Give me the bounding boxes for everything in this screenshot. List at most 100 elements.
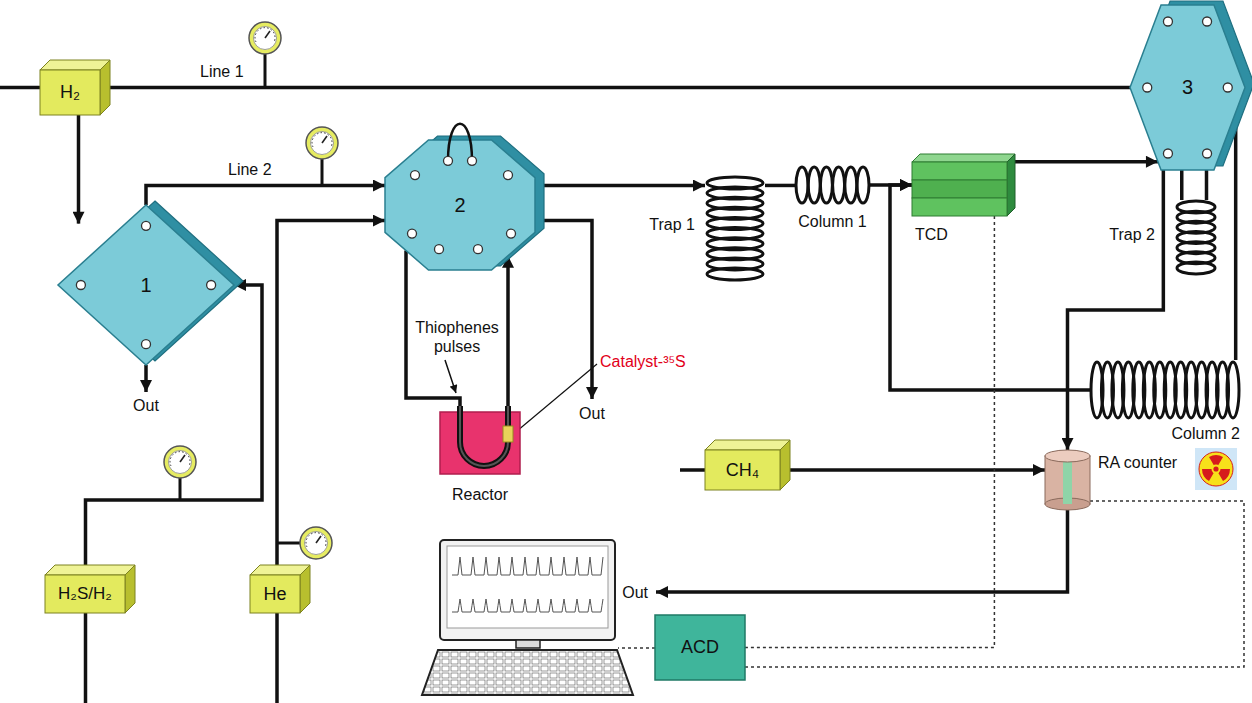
chromatogram-traces [452, 557, 603, 612]
valve-port [408, 229, 417, 238]
component-label: Trap 1 [649, 216, 695, 234]
detector-box: TCD [912, 154, 1015, 216]
signal-cable [745, 501, 1244, 667]
box-label: H₂S/H₂ [58, 584, 112, 604]
gauge-stem [321, 159, 324, 186]
valve-port [142, 221, 151, 230]
gas-line [77, 115, 81, 224]
box-label: He [263, 584, 286, 605]
valve-port [1223, 83, 1232, 92]
valve-port [1203, 17, 1212, 26]
valve-face [58, 205, 234, 365]
pointer-arrow [445, 360, 456, 393]
component-label: Column 2 [1172, 425, 1240, 443]
gas-line [275, 613, 279, 703]
gas-supply-box: H₂S/H₂ [45, 565, 135, 613]
coil-winding [857, 167, 869, 203]
converter-box: ACD [655, 615, 745, 680]
valve-port [76, 281, 85, 290]
trap-coil-outline [705, 176, 765, 281]
detector-layer [912, 198, 1007, 216]
valve-port [1163, 17, 1172, 26]
valve-port [507, 229, 516, 238]
gas-line [84, 613, 88, 703]
gas-supply-box: H₂ [40, 60, 110, 115]
trap-coil: Trap 2 [1175, 200, 1217, 275]
counter-body [1045, 456, 1090, 504]
reactor-furnace: Reactor [440, 412, 520, 474]
six-port-valve: 3 [1130, 5, 1245, 170]
signal-trace [452, 557, 603, 575]
column-coil-outline [1090, 360, 1240, 420]
column-coil: Column 2 [1090, 360, 1240, 420]
keyboard [422, 650, 633, 695]
sample-loop [448, 124, 472, 161]
trap-coil-outline [1175, 200, 1217, 275]
u-tube-bore [460, 406, 508, 466]
signal-trace [452, 599, 603, 612]
coil-winding [845, 167, 857, 203]
coil-winding [820, 167, 832, 203]
annotation-label: Out [572, 404, 612, 423]
gas-line [277, 221, 385, 565]
gas-line [535, 184, 705, 188]
valve-port [207, 281, 216, 290]
radioactivity-counter-outline [1045, 450, 1090, 510]
detector-side [1007, 154, 1015, 216]
component-label: Trap 2 [1109, 226, 1155, 244]
component-label: Column 1 [798, 213, 866, 231]
cube-side [780, 440, 790, 490]
cube-side [125, 565, 135, 613]
box-label: ACD [681, 637, 719, 658]
column-coil: Column 1 [795, 165, 870, 205]
eight-port-valve: 2 [385, 140, 535, 270]
monitor-screen [447, 546, 608, 628]
gas-line [790, 468, 1045, 472]
radioactivity-counter: RA counter [1045, 450, 1090, 510]
cube-front [250, 575, 300, 613]
gas-line [146, 186, 385, 206]
computer-monitor [440, 540, 615, 640]
detector-layer [912, 180, 1007, 198]
detector-layer [912, 162, 1007, 180]
cube-top [45, 565, 135, 575]
counter-window [1063, 456, 1072, 504]
gas-line [1015, 160, 1158, 164]
gas-line [1234, 112, 1238, 360]
outlet-arrow [535, 221, 592, 399]
cube-top [705, 440, 790, 450]
box-label: H₂ [60, 82, 80, 103]
gas-line [506, 256, 510, 412]
valve-face [385, 140, 535, 270]
column-coil-outline [795, 165, 870, 205]
signal-cable [618, 647, 655, 649]
coil-winding [833, 167, 845, 203]
valve-port [1163, 149, 1172, 158]
coil-winding [1227, 362, 1239, 418]
cube-side [300, 565, 310, 613]
radiation-icon [1195, 448, 1237, 490]
gas-line [1068, 170, 1164, 450]
gas-line [765, 184, 795, 188]
valve-port [435, 245, 444, 254]
gas-supply-box: CH₄ [705, 440, 790, 490]
cube-top [40, 60, 110, 70]
annotation-label: Catalyst-³⁵S [600, 352, 686, 371]
valve-number: 3 [1182, 76, 1193, 99]
cube-front [40, 70, 100, 115]
valve-port [411, 171, 420, 180]
pressure-gauge [164, 446, 196, 478]
coil-winding [796, 167, 808, 203]
counter-top [1045, 450, 1090, 462]
detector-top [912, 154, 1015, 162]
annotation-label: Out [126, 396, 166, 415]
valve-port [504, 171, 513, 180]
valve-number: 2 [454, 194, 465, 217]
pressure-gauge [249, 22, 281, 54]
converter-body [655, 615, 745, 680]
valve-number: 1 [140, 274, 151, 297]
component-label: Reactor [452, 486, 508, 504]
annotation-label: Line 2 [228, 160, 272, 179]
valve-port [444, 156, 453, 165]
annotation-label: Out [606, 583, 648, 602]
